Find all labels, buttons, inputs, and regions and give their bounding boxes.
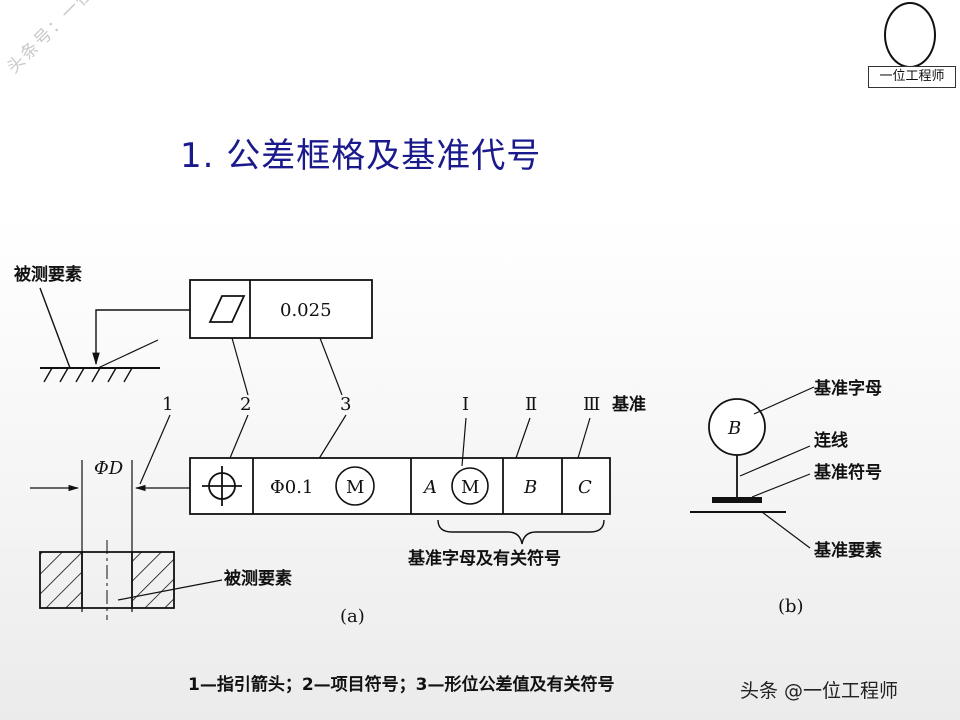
datum-triangle-bar xyxy=(712,497,762,503)
tolerance-value-top: 0.025 xyxy=(280,300,332,321)
datum-a: A xyxy=(422,477,437,498)
logo-label: 一位工程师 xyxy=(868,66,956,88)
modifier-circle-1 xyxy=(335,466,375,506)
datum-brace xyxy=(437,519,605,545)
datum-letters-note: 基准字母及有关符号 xyxy=(407,548,561,569)
callout-2: 2 xyxy=(240,394,251,415)
logo-seal-icon xyxy=(884,2,936,68)
section-right xyxy=(131,551,175,609)
frame-tolerance-value: Φ0.1 xyxy=(270,477,313,498)
page-title: 1. 公差框格及基准代号 xyxy=(180,136,542,176)
datum-letter-label: 基准字母 xyxy=(813,378,882,399)
modifier-m-2: M xyxy=(461,477,479,498)
cone-line xyxy=(97,339,159,369)
datum-c: C xyxy=(578,477,592,498)
tolerance-frame-bottom xyxy=(189,457,611,515)
position-icon xyxy=(202,466,242,506)
attribution: 头条 @一位工程师 xyxy=(740,680,899,702)
leader-line xyxy=(39,287,71,369)
brand-logo: 一位工程师 xyxy=(866,0,956,88)
datum-element-label: 基准要素 xyxy=(813,540,882,561)
connector-label: 连线 xyxy=(814,430,848,451)
modifier-m-1: M xyxy=(346,477,364,498)
flatness-icon xyxy=(208,295,246,323)
figure-label-b: (b) xyxy=(778,596,804,617)
roman-2: Ⅱ xyxy=(525,394,537,415)
callout-3: 3 xyxy=(340,394,351,415)
section-left xyxy=(39,551,83,609)
roman-1: Ⅰ xyxy=(462,394,469,415)
tolerance-frame-top xyxy=(189,279,373,339)
diameter-symbol: ΦD xyxy=(94,458,124,479)
figure-label-a: (a) xyxy=(340,606,365,627)
measured-element-label-bottom: 被测要素 xyxy=(224,568,292,589)
figure-caption: 1—指引箭头；2—项目符号；3—形位公差值及有关符号 xyxy=(188,675,615,695)
datum-symbol-label: 基准符号 xyxy=(813,462,882,483)
datum-b: B xyxy=(523,477,537,498)
datum-word: 基准 xyxy=(611,394,646,415)
surface-hatch xyxy=(43,367,133,383)
measured-element-label-top: 被测要素 xyxy=(14,264,82,285)
indicator-arrow-top xyxy=(92,309,190,366)
roman-3: Ⅲ xyxy=(583,394,600,415)
datum-letter-b: B xyxy=(727,418,741,439)
modifier-circle-2 xyxy=(451,467,489,505)
callout-1: 1 xyxy=(162,394,173,415)
